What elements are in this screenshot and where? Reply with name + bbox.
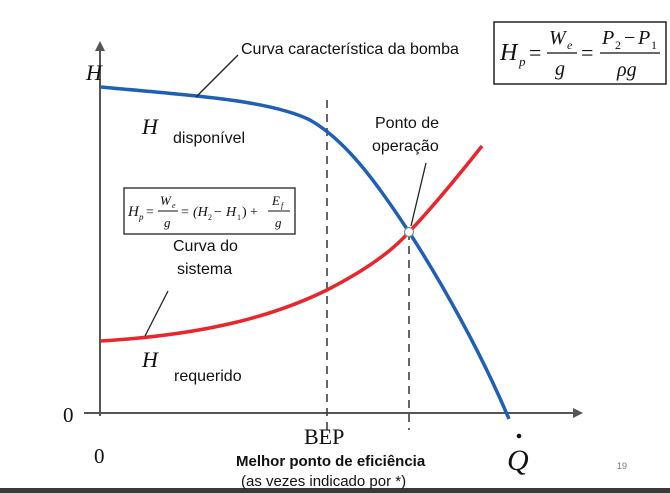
- pump-characteristic-curve: [100, 85, 511, 420]
- operating-point-marker: [403, 226, 415, 238]
- origin-x-label: 0: [94, 444, 105, 468]
- operating-point-label-line2: operação: [372, 138, 439, 155]
- origin-y-label: 0: [63, 403, 74, 427]
- middle-formula-frac2-num-sub: f: [281, 201, 285, 210]
- top-formula-frac1-num: W: [549, 27, 568, 49]
- middle-formula-paren: (H: [193, 205, 209, 220]
- middle-formula-paren-minus: − H: [213, 205, 237, 220]
- top-formula-frac2-num-b-sub: 1: [651, 38, 657, 52]
- middle-formula-frac1-den: g: [164, 215, 171, 230]
- h-required-text: requerido: [174, 368, 242, 385]
- middle-formula-plus: +: [250, 205, 258, 220]
- y-axis-label: H: [85, 60, 103, 85]
- x-axis-dot: [516, 433, 522, 439]
- h-required-letter: H: [141, 347, 159, 372]
- pump-curve-label: Curva característica da bomba: [241, 41, 459, 58]
- system-curve-leader: [144, 290, 169, 337]
- middle-formula-frame: [123, 187, 296, 235]
- top-formula-frac2-den: ρg: [616, 59, 637, 81]
- top-formula-lhs-sub: p: [518, 54, 526, 69]
- middle-formula-frac2-num: E: [271, 193, 280, 208]
- middle-formula-eq2: =: [181, 205, 189, 220]
- bep-note: (as vezes indicado por *): [241, 473, 406, 490]
- top-formula-frac2-num-a: P: [601, 27, 614, 49]
- bottom-strip: [0, 488, 670, 493]
- middle-formula-paren-close: ): [242, 205, 247, 220]
- top-formula-eq2: =: [581, 40, 593, 65]
- top-formula-frac1-num-sub: e: [567, 38, 573, 52]
- middle-formula-eq1: =: [146, 205, 154, 220]
- operating-point-leader: [410, 162, 427, 227]
- top-formula-lhs: H: [499, 40, 519, 66]
- bep-label: BEP: [304, 424, 344, 449]
- bep-caption: Melhor ponto de eficiência: [236, 453, 426, 470]
- middle-formula-lhs: H: [127, 204, 140, 220]
- middle-formula-paren-sub1: 2: [208, 213, 212, 222]
- system-curve-label-line1: Curva do: [173, 238, 238, 255]
- middle-formula-frac1-num: W: [160, 193, 172, 208]
- top-formula-frac2-num-b: P: [637, 27, 650, 49]
- middle-formula-frac2-den: g: [275, 215, 282, 230]
- top-formula: H p = W e g = P 2 − P 1 ρg: [493, 21, 667, 85]
- middle-formula-lhs-sub: p: [138, 212, 144, 222]
- h-available-letter: H: [141, 114, 159, 139]
- system-curve: [100, 144, 484, 343]
- page-number: 19: [617, 461, 627, 471]
- top-formula-eq1: =: [529, 40, 541, 65]
- pump-curve-leader: [195, 54, 239, 98]
- middle-formula: H p = W e g = (H 2 − H 1 ) + E f g: [123, 187, 296, 235]
- system-curve-label-line2: sistema: [177, 261, 232, 278]
- h-available-text: disponível: [173, 130, 245, 147]
- top-formula-frac2-minus: −: [624, 27, 635, 49]
- middle-formula-paren-sub2: 1: [237, 213, 241, 222]
- top-formula-frac1-den: g: [555, 58, 565, 80]
- middle-formula-frac1-num-sub: e: [172, 201, 176, 210]
- x-axis-label: Q: [507, 444, 529, 477]
- operating-point-label-line1: Ponto de: [375, 115, 439, 132]
- top-formula-frac2-num-a-sub: 2: [615, 38, 621, 52]
